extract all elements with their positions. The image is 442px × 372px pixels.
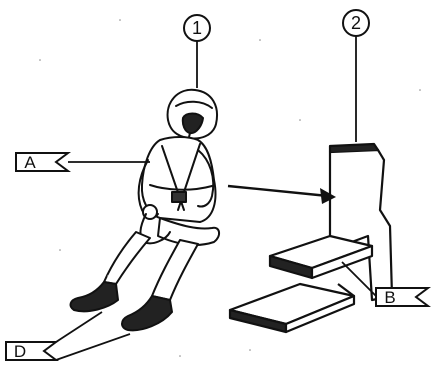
tag-a-label: A (24, 153, 36, 172)
tag-b-label: B (384, 288, 395, 307)
tag-a: A (16, 153, 150, 172)
harness-buckle (172, 192, 186, 202)
tag-d-label: D (14, 342, 26, 361)
pilot-figure (71, 90, 220, 330)
lower-leg-left (104, 232, 150, 284)
callout-1: 1 (184, 15, 210, 88)
seat-backrest (330, 150, 392, 300)
thigh (158, 218, 219, 245)
tag-d-leader-lower (56, 334, 130, 360)
boot-right (122, 296, 172, 330)
callout-2-label: 2 (351, 13, 361, 33)
callout-2: 2 (343, 10, 369, 142)
tag-d-leader-upper (56, 312, 102, 342)
direction-arrow (228, 186, 336, 204)
seat (230, 144, 392, 332)
tag-d: D (6, 312, 130, 361)
callout-1-label: 1 (192, 18, 202, 38)
boot-left (71, 282, 118, 311)
